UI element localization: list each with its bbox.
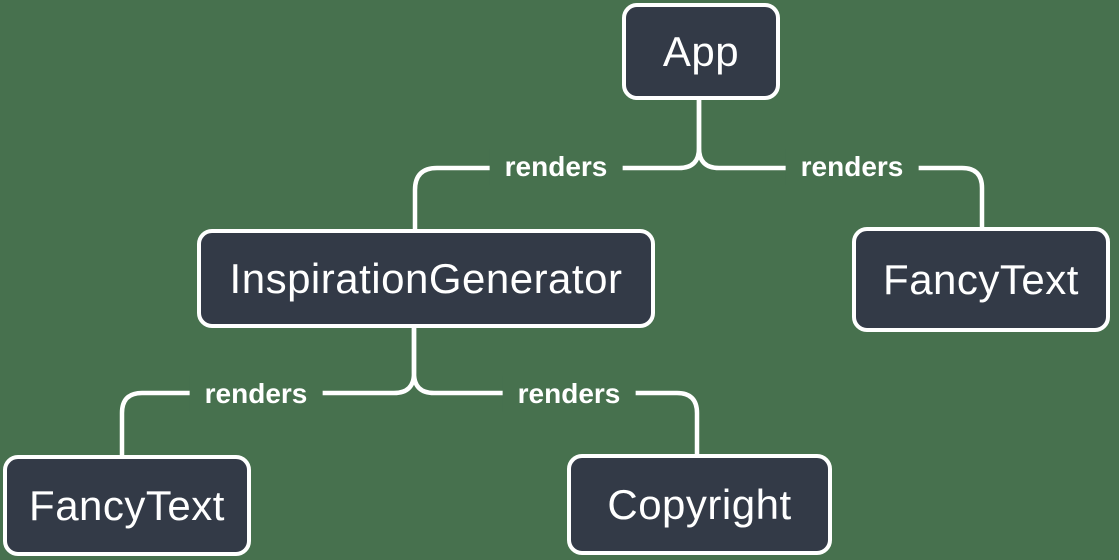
node-fancytext-bottom-label: FancyText [29, 481, 225, 529]
edge-label-renders-app-inspirationgenerator: renders [489, 149, 623, 185]
node-app-label: App [662, 27, 740, 75]
edge-label-renders-inspirationgenerator-fancytext: renders [189, 376, 323, 412]
edge-label-renders-app-fancytext: renders [785, 149, 919, 185]
node-fancytext-top: FancyText [852, 227, 1110, 332]
node-fancytext-bottom: FancyText [3, 455, 251, 556]
edge-label-renders-inspirationgenerator-copyright: renders [502, 376, 636, 412]
node-fancytext-top-label: FancyText [883, 255, 1079, 303]
node-copyright: Copyright [567, 454, 832, 555]
node-app: App [622, 3, 780, 100]
node-inspiration-generator: InspirationGenerator [197, 229, 655, 328]
node-copyright-label: Copyright [607, 480, 792, 528]
node-inspiration-generator-label: InspirationGenerator [229, 254, 623, 302]
